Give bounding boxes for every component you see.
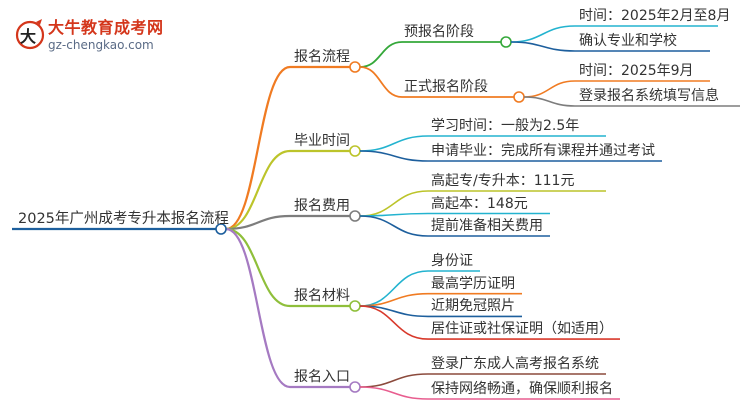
- leaf-link-1-0: [359, 135, 429, 152]
- leaf-label-2-1: 高起本：148元: [431, 195, 528, 212]
- stage-label-1: 正式报名阶段: [404, 79, 488, 95]
- leaf-link-2-2: [359, 215, 429, 237]
- branch-label-0: 报名流程: [294, 49, 350, 65]
- branch-node-4: [349, 381, 361, 393]
- stage-link-1: [359, 66, 403, 98]
- site-logo: 大 大牛教育成考网 gz-chengkao.com: [8, 8, 178, 58]
- branch-label-4: 报名入口: [294, 369, 350, 385]
- leaf-link-2-0: [359, 190, 429, 217]
- branch-link-1: [225, 149, 291, 231]
- bull-logo-icon: 大: [15, 19, 45, 50]
- leaf-label-0-1-0: 时间：2025年9月: [579, 63, 694, 79]
- leaf-link-0-1-1: [523, 96, 576, 107]
- site-name: 大牛教育成考网: [48, 18, 164, 37]
- root-node: [215, 223, 227, 235]
- branch-node-2: [349, 210, 361, 222]
- leaf-label-2-2: 提前准备相关费用: [431, 218, 543, 234]
- leaf-label-1-0: 学习时间：一般为2.5年: [431, 118, 580, 134]
- leaf-label-3-1: 最高学历证明: [431, 275, 515, 292]
- stage-link-0: [359, 41, 403, 68]
- leaf-label-3-3: 居住证或社保证明（如适用）: [431, 321, 613, 338]
- branch-link-2: [225, 214, 291, 231]
- leaf-link-0-0-1: [510, 41, 576, 52]
- stage-label-0: 预报名阶段: [404, 24, 474, 40]
- branch-label-3: 报名材料: [294, 288, 350, 304]
- leaf-label-4-1: 保持网络畅通，确保顺利报名: [431, 381, 613, 397]
- leaf-link-4-0: [359, 373, 429, 388]
- branch-label-2: 报名费用: [294, 198, 350, 214]
- branch-node-3: [349, 300, 361, 312]
- leaf-label-3-0: 身份证: [431, 253, 473, 269]
- branch-label-1: 毕业时间: [294, 133, 350, 149]
- root-topic: 2025年广州成考专升本报名流程: [18, 211, 229, 227]
- leaf-label-4-0: 登录广东成人高考报名系统: [431, 356, 599, 372]
- leaf-link-3-0: [359, 270, 429, 307]
- stage-node-1: [513, 91, 525, 103]
- leaf-link-1-1: [359, 150, 429, 162]
- svg-text:大: 大: [20, 27, 36, 46]
- leaf-link-0-0-0: [510, 25, 576, 43]
- leaf-label-1-1: 申请毕业：完成所有课程并通过考试: [431, 143, 655, 159]
- branch-node-1: [349, 145, 361, 157]
- site-url: gz-chengkao.com: [48, 38, 154, 52]
- leaf-link-3-3: [359, 305, 429, 340]
- branch-link-3: [225, 227, 291, 308]
- leaf-label-0-0-1: 确认专业和学校: [579, 33, 677, 49]
- stage-node-0: [500, 36, 512, 48]
- leaf-label-0-1-1: 登录报名系统填写信息: [579, 88, 719, 104]
- leaf-label-3-2: 近期免冠照片: [431, 298, 515, 315]
- branch-node-0: [349, 61, 361, 73]
- leaf-label-0-0-0: 时间：2025年2月至8月: [579, 8, 731, 24]
- branch-link-4: [225, 227, 291, 389]
- leaf-label-2-0: 高起专/专升本：111元: [431, 173, 575, 189]
- leaf-link-0-1-0: [523, 80, 576, 98]
- branch-link-0: [225, 65, 291, 231]
- leaf-link-4-1: [359, 386, 429, 400]
